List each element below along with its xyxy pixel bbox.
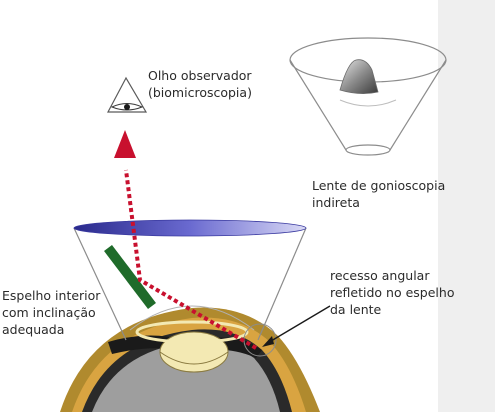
- label-mirror-line3: adequada: [2, 322, 64, 337]
- label-lens-line2: indireta: [312, 195, 360, 210]
- recess-pointer-arrow: [262, 306, 330, 347]
- label-observer-line2: (biomicroscopia): [148, 85, 252, 100]
- eye-icon: [108, 78, 146, 112]
- label-lens-line1: Lente de gonioscopia: [312, 178, 445, 193]
- label-mirror-line2: com inclinação: [2, 305, 96, 320]
- label-observer-line1: Olho observador: [148, 68, 252, 83]
- side-panel: [438, 0, 495, 412]
- label-recess-line3: da lente: [330, 302, 382, 317]
- goniolens-icon: [290, 38, 446, 155]
- globe-cross-section: [60, 308, 320, 412]
- mirror-icon: [108, 248, 152, 306]
- label-recess-line1: recesso angular: [330, 268, 430, 283]
- label-mirror-line1: Espelho interior: [2, 288, 101, 303]
- label-recess-line2: refletido no espelho: [330, 285, 454, 300]
